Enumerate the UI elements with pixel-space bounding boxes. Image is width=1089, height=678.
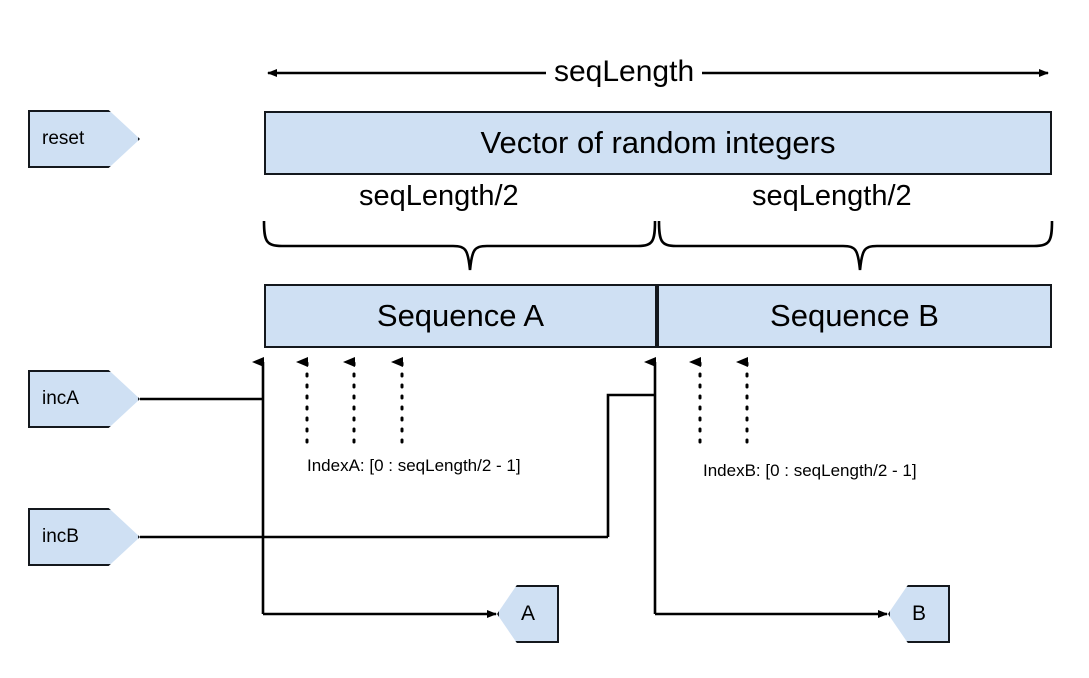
signal-reset-label: reset: [42, 128, 85, 149]
label-seqlength: seqLength: [546, 55, 703, 89]
block-sequence-b[interactable]: Sequence B: [657, 284, 1052, 348]
signal-inca-label: incA: [42, 388, 79, 409]
brace-half-b: [657, 220, 1054, 271]
incb-connector: [140, 357, 888, 618]
indexa-tick-arrows: [296, 357, 404, 444]
label-index-a: IndexA: [0 : seqLength/2 - 1]: [307, 456, 521, 475]
indexb-tick-arrows: [689, 357, 749, 444]
signal-incb-label: incB: [42, 526, 79, 547]
inca-connector: [140, 357, 497, 618]
brace-half-a: [262, 220, 657, 271]
label-index-b: IndexB: [0 : seqLength/2 - 1]: [703, 461, 917, 480]
block-vector-of-random-integers[interactable]: Vector of random integers: [264, 111, 1052, 175]
label-seqlength-half-b: seqLength/2: [752, 180, 912, 212]
block-sequence-a[interactable]: Sequence A: [264, 284, 657, 348]
label-seqlength-half-a: seqLength/2: [359, 180, 519, 212]
